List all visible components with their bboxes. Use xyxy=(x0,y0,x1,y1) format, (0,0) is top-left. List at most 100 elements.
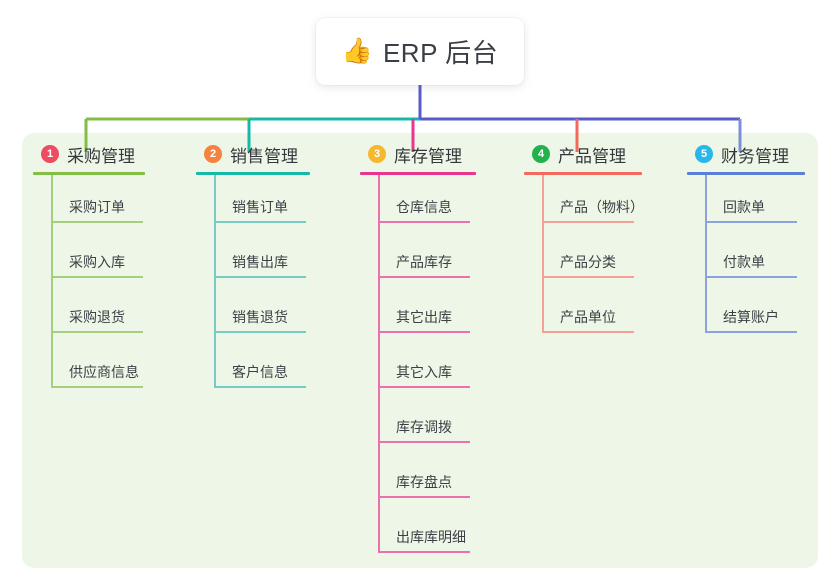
branch-underline-5 xyxy=(687,172,805,175)
diagram-panel-background xyxy=(22,133,818,568)
branch-title-4: 产品管理 xyxy=(558,146,626,166)
leaf-item[interactable]: 产品单位 xyxy=(524,285,642,340)
leaf-spine-5 xyxy=(705,175,707,333)
leaf-item[interactable]: 销售订单 xyxy=(196,175,310,230)
branch-column-5: 5 财务管理回款单付款单结算账户 xyxy=(687,140,805,340)
leaf-item-underline xyxy=(705,221,797,223)
leaf-list-3: 仓库信息产品库存其它出库其它入库库存调拨库存盘点出库库明细 xyxy=(360,175,476,560)
leaf-item-underline xyxy=(378,276,470,278)
leaf-item[interactable]: 产品（物料） xyxy=(524,175,644,230)
leaf-item-label: 其它入库 xyxy=(396,364,452,380)
leaf-item[interactable]: 结算账户 xyxy=(687,285,805,340)
leaf-item-underline xyxy=(51,331,143,333)
root-node[interactable]: 👍 ERP 后台 xyxy=(316,18,524,85)
leaf-item-underline xyxy=(378,386,470,388)
branch-column-2: 2 销售管理销售订单销售出库销售退货客户信息 xyxy=(196,140,310,395)
leaf-item-label: 产品分类 xyxy=(560,254,616,270)
leaf-item[interactable]: 产品分类 xyxy=(524,230,642,285)
root-node-content: 👍 ERP 后台 xyxy=(342,33,498,70)
branch-underline-4 xyxy=(524,172,642,175)
branch-header-5[interactable]: 5 财务管理 xyxy=(687,140,805,168)
leaf-item-label: 采购订单 xyxy=(69,199,125,215)
leaf-item[interactable]: 回款单 xyxy=(687,175,805,230)
leaf-item[interactable]: 产品库存 xyxy=(360,230,476,285)
root-node-title: ERP 后台 xyxy=(382,38,499,68)
branch-title-3: 库存管理 xyxy=(394,146,462,166)
branch-badge-2: 2 xyxy=(204,145,222,163)
branch-header-3[interactable]: 3 库存管理 xyxy=(360,140,476,168)
leaf-item-label: 产品（物料） xyxy=(560,199,644,215)
leaf-item-underline xyxy=(378,496,470,498)
leaf-list-4: 产品（物料） 产品分类产品单位 xyxy=(524,175,644,340)
branch-title-2: 销售管理 xyxy=(230,146,298,166)
leaf-list-2: 销售订单销售出库销售退货客户信息 xyxy=(196,175,310,395)
leaf-item[interactable]: 出库库明细 xyxy=(360,505,476,560)
leaf-item-underline xyxy=(542,331,634,333)
leaf-item-underline xyxy=(51,386,143,388)
leaf-item-underline xyxy=(214,221,306,223)
leaf-list-5: 回款单付款单结算账户 xyxy=(687,175,805,340)
leaf-spine-2 xyxy=(214,175,216,388)
branch-header-4[interactable]: 4 产品管理 xyxy=(524,140,642,168)
leaf-item-label: 产品单位 xyxy=(560,309,616,325)
leaf-item[interactable]: 库存调拨 xyxy=(360,395,476,450)
leaf-list-1: 采购订单采购入库采购退货供应商信息 xyxy=(33,175,145,395)
leaf-item-underline xyxy=(705,331,797,333)
leaf-item[interactable]: 其它出库 xyxy=(360,285,476,340)
leaf-item-label: 销售出库 xyxy=(232,254,288,270)
branch-badge-4: 4 xyxy=(532,145,550,163)
leaf-item-underline xyxy=(378,551,470,553)
leaf-item-label: 库存盘点 xyxy=(396,474,452,490)
branch-title-5: 财务管理 xyxy=(721,146,789,166)
leaf-item-label: 销售订单 xyxy=(232,199,288,215)
leaf-item-underline xyxy=(542,276,634,278)
branch-title-1: 采购管理 xyxy=(67,146,135,166)
leaf-item[interactable]: 采购入库 xyxy=(33,230,145,285)
leaf-item-underline xyxy=(214,276,306,278)
leaf-item[interactable]: 客户信息 xyxy=(196,340,310,395)
branch-underline-1 xyxy=(33,172,145,175)
leaf-item-label: 销售退货 xyxy=(232,309,288,325)
leaf-item-underline xyxy=(51,221,143,223)
leaf-item[interactable]: 仓库信息 xyxy=(360,175,476,230)
leaf-item-underline xyxy=(214,331,306,333)
leaf-item-underline xyxy=(705,276,797,278)
leaf-item-label: 采购入库 xyxy=(69,254,125,270)
branch-header-1[interactable]: 1 采购管理 xyxy=(33,140,145,168)
branch-column-1: 1 采购管理采购订单采购入库采购退货供应商信息 xyxy=(33,140,145,395)
leaf-spine-3 xyxy=(378,175,380,553)
leaf-spine-1 xyxy=(51,175,53,388)
leaf-item[interactable]: 其它入库 xyxy=(360,340,476,395)
leaf-item-label: 回款单 xyxy=(723,199,765,215)
leaf-item-underline xyxy=(378,331,470,333)
leaf-item-label: 客户信息 xyxy=(232,364,288,380)
branch-underline-2 xyxy=(196,172,310,175)
leaf-spine-4 xyxy=(542,175,544,333)
leaf-item[interactable]: 采购订单 xyxy=(33,175,145,230)
leaf-item-label: 供应商信息 xyxy=(69,364,139,380)
leaf-item[interactable]: 销售退货 xyxy=(196,285,310,340)
leaf-item-label: 产品库存 xyxy=(396,254,452,270)
branch-column-4: 4 产品管理产品（物料） 产品分类产品单位 xyxy=(524,140,644,340)
leaf-item-underline xyxy=(378,221,470,223)
leaf-item-label: 出库库明细 xyxy=(396,529,466,545)
branch-badge-1: 1 xyxy=(41,145,59,163)
branch-column-3: 3 库存管理仓库信息产品库存其它出库其它入库库存调拨库存盘点出库库明细 xyxy=(360,140,476,560)
leaf-item[interactable]: 供应商信息 xyxy=(33,340,145,395)
thumbs-up-icon: 👍 xyxy=(341,37,373,65)
leaf-item[interactable]: 付款单 xyxy=(687,230,805,285)
leaf-item[interactable]: 库存盘点 xyxy=(360,450,476,505)
branch-badge-5: 5 xyxy=(695,145,713,163)
leaf-item-underline xyxy=(51,276,143,278)
leaf-item-label: 仓库信息 xyxy=(396,199,452,215)
branch-header-2[interactable]: 2 销售管理 xyxy=(196,140,310,168)
leaf-item[interactable]: 采购退货 xyxy=(33,285,145,340)
leaf-item-underline xyxy=(214,386,306,388)
branch-badge-3: 3 xyxy=(368,145,386,163)
leaf-item[interactable]: 销售出库 xyxy=(196,230,310,285)
leaf-item-underline xyxy=(542,221,634,223)
leaf-item-label: 库存调拨 xyxy=(396,419,452,435)
branch-underline-3 xyxy=(360,172,476,175)
leaf-item-label: 结算账户 xyxy=(723,309,779,325)
